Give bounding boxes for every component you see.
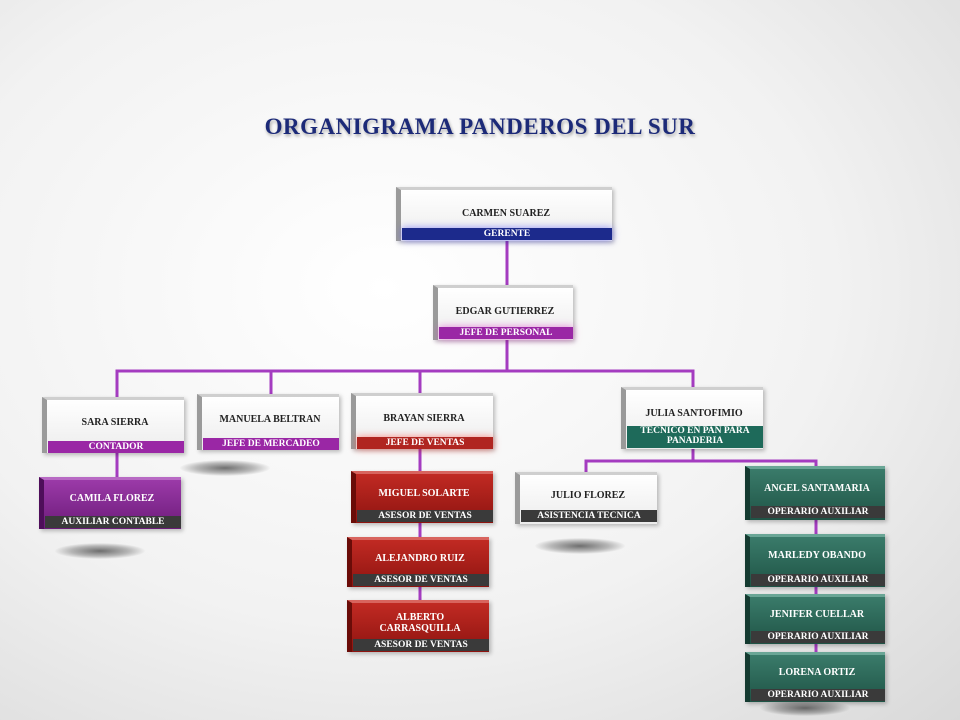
node-operario-3: JENIFER CUELLAR OPERARIO AUXILIAR [745, 594, 885, 644]
node-auxiliar-contable: CAMILA FLOREZ AUXILIAR CONTABLE [39, 477, 181, 529]
node-asesor-3: ALBERTO CARRASQUILLA ASESOR DE VENTAS [347, 600, 489, 652]
node-role: OPERARIO AUXILIAR [751, 631, 885, 643]
node-name: MIGUEL SOLARTE [378, 488, 470, 499]
node-name: LORENA ORTIZ [778, 667, 856, 678]
node-gerente: CARMEN SUAREZ GERENTE [396, 187, 612, 241]
node-operario-2: MARLEDY OBANDO OPERARIO AUXILIAR [745, 534, 885, 587]
node-name: ALBERTO CARRASQUILLA [379, 612, 461, 634]
node-role: JEFE DE MERCADEO [203, 438, 339, 450]
node-role: JEFE DE PERSONAL [439, 327, 573, 339]
node-operario-1: ANGEL SANTAMARIA OPERARIO AUXILIAR [745, 466, 885, 520]
node-operario-4: LORENA ORTIZ OPERARIO AUXILIAR [745, 652, 885, 702]
node-role: ASISTENCIA TECNICA [521, 510, 657, 522]
node-name: BRAYAN SIERRA [383, 413, 465, 424]
node-name: CAMILA FLOREZ [69, 493, 155, 504]
node-role: CONTADOR [48, 441, 184, 453]
node-role: ASESOR DE VENTAS [353, 639, 489, 651]
node-name: CARMEN SUAREZ [461, 208, 551, 219]
node-contador: SARA SIERRA CONTADOR [42, 397, 184, 453]
node-role: AUXILIAR CONTABLE [45, 516, 181, 528]
node-shadow [535, 538, 625, 554]
node-jefe-ventas: BRAYAN SIERRA JEFE DE VENTAS [351, 393, 493, 449]
node-role: OPERARIO AUXILIAR [751, 506, 885, 518]
node-name: EDGAR GUTIERREZ [455, 306, 555, 317]
node-asistencia-tecnica: JULIO FLOREZ ASISTENCIA TECNICA [515, 472, 657, 524]
node-name: JULIA SANTOFIMIO [645, 408, 743, 419]
node-name: ANGEL SANTAMARIA [764, 483, 870, 494]
node-jefe-mercadeo: MANUELA BELTRAN JEFE DE MERCADEO [197, 394, 339, 450]
node-asesor-1: MIGUEL SOLARTE ASESOR DE VENTAS [351, 471, 493, 523]
node-asesor-2: ALEJANDRO RUIZ ASESOR DE VENTAS [347, 537, 489, 587]
node-name: MARLEDY OBANDO [768, 550, 866, 561]
chart-title: ORGANIGRAMA PANDEROS DEL SUR [264, 114, 696, 139]
node-role: JEFE DE VENTAS [357, 437, 493, 449]
node-role: ASESOR DE VENTAS [357, 510, 493, 522]
node-tecnico-pan: JULIA SANTOFIMIO TECNICO EN PAN PARA PAN… [621, 387, 763, 449]
node-jefe-personal: EDGAR GUTIERREZ JEFE DE PERSONAL [433, 285, 573, 340]
node-shadow [180, 460, 270, 476]
node-name: SARA SIERRA [81, 417, 149, 428]
node-role: ASESOR DE VENTAS [353, 574, 489, 586]
node-name: JULIO FLOREZ [550, 490, 626, 501]
node-shadow [760, 700, 850, 716]
node-role: TECNICO EN PAN PARA PANADERIA [627, 426, 763, 448]
node-name: ALEJANDRO RUIZ [375, 553, 465, 564]
node-role: OPERARIO AUXILIAR [751, 689, 885, 701]
node-name: JENIFER CUELLAR [769, 609, 865, 620]
node-name: MANUELA BELTRAN [219, 414, 321, 425]
node-role: GERENTE [402, 228, 612, 240]
node-role: OPERARIO AUXILIAR [751, 574, 885, 586]
node-shadow [55, 543, 145, 559]
